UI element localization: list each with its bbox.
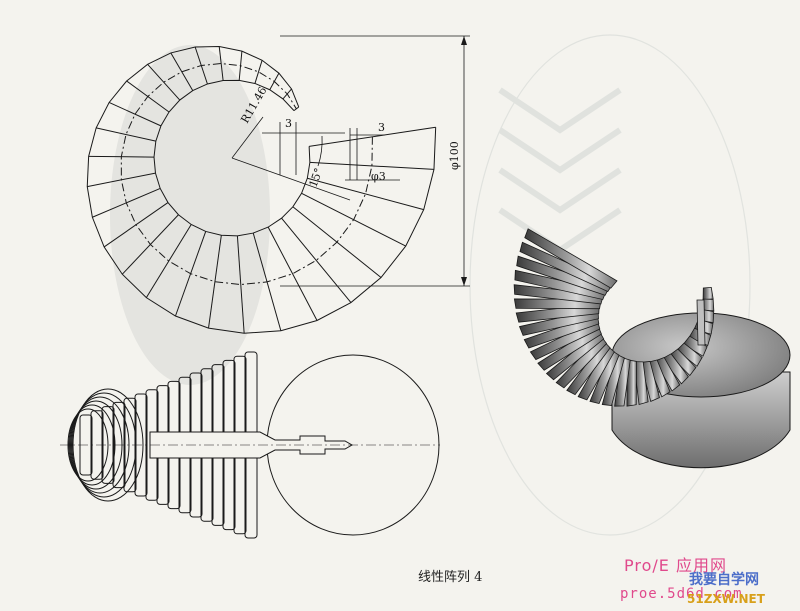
watermark-line-2: 我要自学网 [689, 572, 759, 588]
spiral-step-line [236, 235, 245, 334]
3d-horn-segment [524, 228, 618, 289]
side-view [60, 351, 440, 539]
dim-angle: 15° [307, 166, 326, 189]
spiral-step-line [307, 177, 424, 211]
watermark-line-1: Pro/E 应用网 [624, 556, 727, 575]
spiral-step-line [267, 226, 318, 321]
3d-horn-segment [676, 342, 703, 367]
watermark-line-3: proe.5d6d.com [620, 586, 743, 602]
spiral-inner-edge [153, 79, 311, 237]
spiral-centerline [120, 63, 373, 286]
spiral-plan-view [86, 46, 437, 334]
figure-caption: 线性阵列 4 [418, 570, 483, 585]
spiral-step-line [147, 64, 181, 101]
spiral-step-line [281, 217, 352, 303]
spiral-step-line [254, 60, 263, 84]
3d-horn-segment [669, 348, 697, 377]
spiral-step-line [309, 161, 434, 170]
spiral-step-line [108, 102, 162, 127]
3d-horn-segment [654, 356, 681, 392]
dim-width-a: 3 [285, 117, 292, 130]
dim-width-b: 3 [378, 121, 385, 134]
dimension-arrows [461, 36, 467, 286]
spiral-step-line [208, 235, 222, 329]
spiral-step-line [218, 46, 224, 81]
3d-horn-segment [647, 359, 671, 398]
3d-horn-segment [661, 353, 689, 385]
spiral-outer-edge [86, 46, 437, 334]
dimension-lines [231, 35, 470, 287]
3d-horn-segment [702, 286, 714, 301]
spiral-step-line [96, 127, 156, 142]
side-ring-segment [112, 401, 126, 489]
spiral-step-line [170, 52, 194, 91]
side-shaft [149, 431, 354, 459]
watermark-line-4: 51ZXW.NET [687, 592, 765, 606]
dim-small-dia: φ3 [371, 170, 386, 183]
shaded-3d-model [513, 228, 791, 469]
3d-horn-tip [696, 299, 706, 346]
dim-outer-dia: φ100 [448, 141, 461, 170]
3d-horn-segment [640, 361, 660, 402]
